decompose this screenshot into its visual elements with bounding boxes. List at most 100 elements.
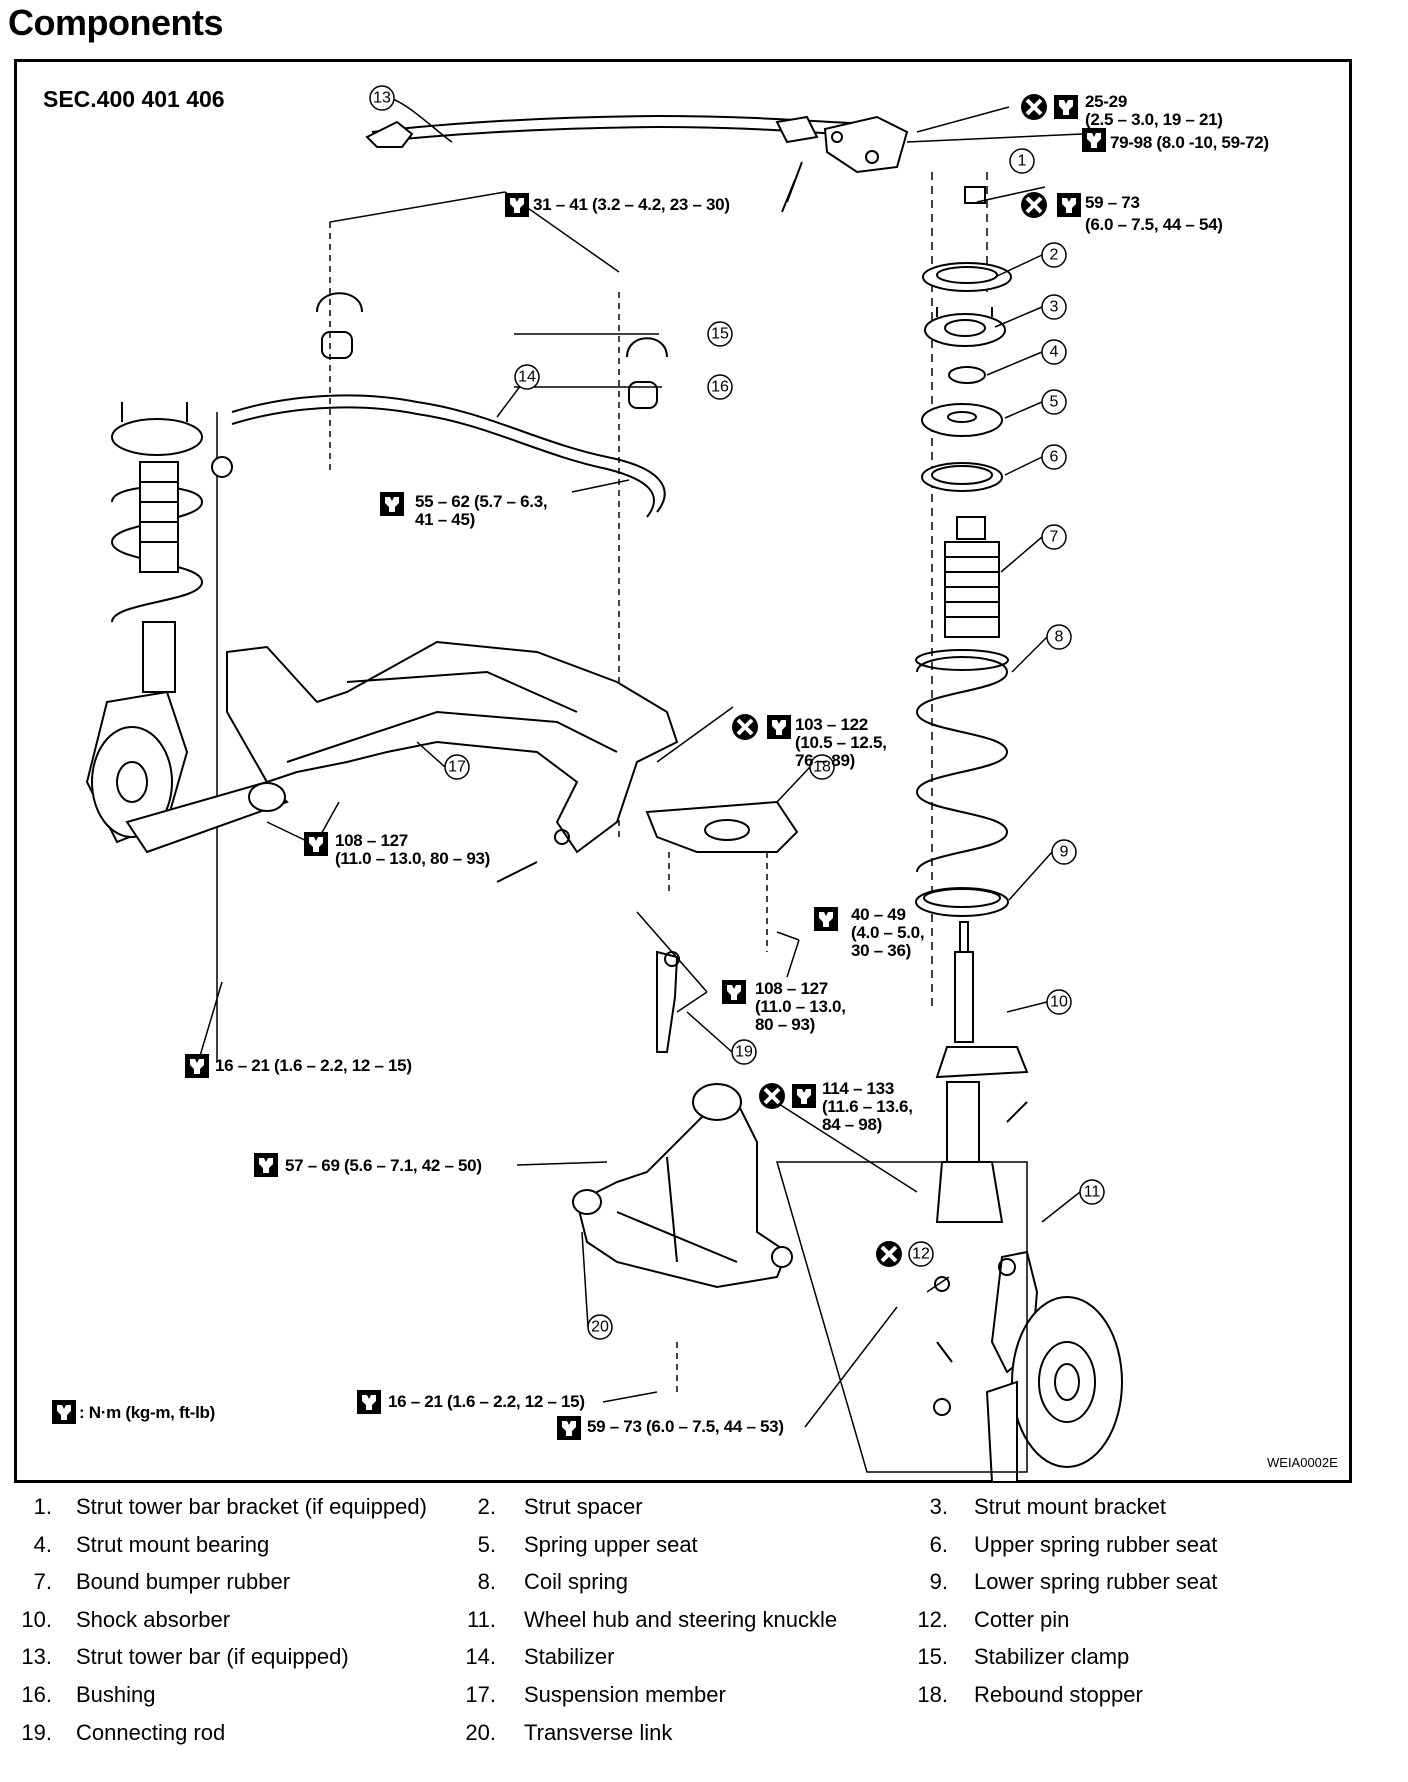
legend-label: Spring upper seat (524, 1531, 698, 1557)
torque-114-133: 114 – 133 (11.6 – 13.6, 84 – 98) (757, 1079, 913, 1134)
page-title: Components (8, 2, 224, 43)
torque-57-69: 57 – 69 (5.6 – 7.1, 42 – 50) (254, 1153, 482, 1177)
callout-4: 4 (1041, 339, 1067, 365)
svg-text:25-29: 25-29 (1085, 92, 1127, 111)
suspension-member-drawing (125, 640, 679, 883)
legend-label: Suspension member (524, 1682, 726, 1707)
callout-12: 12 (908, 1241, 934, 1267)
legend-number: 14. (465, 1644, 496, 1670)
legend-number: 12. (917, 1606, 948, 1632)
callout-3: 3 (1041, 294, 1067, 320)
callout-6: 6 (1041, 444, 1067, 470)
svg-text:11: 11 (1084, 1184, 1101, 1201)
svg-text:1: 1 (1018, 153, 1027, 170)
svg-text:: N·m (kg-m, ft-lb): : N·m (kg-m, ft-lb) (79, 1403, 215, 1422)
link-drawing (572, 950, 1028, 1473)
svg-text:16 – 21 (1.6 – 2.2, 12 – 15): 16 – 21 (1.6 – 2.2, 12 – 15) (215, 1056, 412, 1075)
legend-label: Strut mount bracket (974, 1494, 1166, 1519)
callouts: 13 1 2 3 4 5 6 7 8 9 10 11 12 14 15 16 1… (369, 85, 1105, 1340)
svg-text:59 – 73 (6.0 – 7.5, 44 – 53): 59 – 73 (6.0 – 7.5, 44 – 53) (587, 1417, 784, 1436)
svg-text:108 – 127: 108 – 127 (755, 979, 828, 998)
legend-number: 6. (929, 1531, 948, 1557)
svg-text:57 – 69 (5.6 – 7.1, 42 – 50): 57 – 69 (5.6 – 7.1, 42 – 50) (285, 1156, 482, 1175)
diagram-frame: SEC.400 401 406 (14, 59, 1352, 1483)
torque-108-127-left: 108 – 127 (11.0 – 13.0, 80 – 93) (304, 831, 490, 868)
legend-number: 4. (33, 1531, 52, 1557)
svg-text:(10.5 – 12.5,: (10.5 – 12.5, (795, 733, 887, 752)
svg-text:79-98 (8.0 -10, 59-72): 79-98 (8.0 -10, 59-72) (1110, 133, 1269, 152)
legend-number: 2. (477, 1494, 496, 1519)
svg-text:9: 9 (1060, 844, 1069, 861)
svg-text:55 – 62 (5.7 – 6.3,: 55 – 62 (5.7 – 6.3, (415, 492, 547, 511)
svg-text:5: 5 (1050, 394, 1059, 411)
svg-text:31 – 41 (3.2 – 4.2, 23 – 30): 31 – 41 (3.2 – 4.2, 23 – 30) (533, 195, 730, 214)
figure-code: WEIA0002E (1267, 1455, 1338, 1470)
svg-text:15: 15 (711, 326, 729, 343)
leader-lines (196, 97, 1083, 1428)
legend-number: 19. (21, 1719, 52, 1745)
legend-label: Transverse link (524, 1719, 673, 1745)
exploded-diagram: SEC.400 401 406 (43, 85, 1338, 1483)
svg-text:(6.0 – 7.5, 44 – 54): (6.0 – 7.5, 44 – 54) (1085, 215, 1223, 234)
legend-row: 13.Strut tower bar (if equipped)14.Stabi… (0, 1640, 1408, 1677)
unit-legend: : N·m (kg-m, ft-lb) (52, 1400, 215, 1424)
svg-text:17: 17 (448, 759, 466, 776)
callout-20: 20 (587, 1314, 613, 1340)
torque-16-21-bottom: 16 – 21 (1.6 – 2.2, 12 – 15) (357, 1390, 585, 1414)
torque-59-73-top: 59 – 73 (6.0 – 7.5, 44 – 54) (1019, 190, 1223, 234)
torque-16-21-left: 16 – 21 (1.6 – 2.2, 12 – 15) (185, 1054, 412, 1078)
legend-label: Shock absorber (76, 1606, 231, 1632)
legend-row: 1.Strut tower bar bracket (if equipped)2… (0, 1490, 1408, 1527)
legend-number: 10. (21, 1606, 52, 1632)
callout-18: 18 (809, 754, 835, 780)
cotter-pin-nouse (874, 1239, 904, 1269)
svg-text:4: 4 (1050, 344, 1059, 361)
svg-text:12: 12 (912, 1246, 930, 1263)
legend-number: 9. (929, 1569, 948, 1595)
svg-text:108 – 127: 108 – 127 (335, 831, 408, 850)
legend-label: Strut tower bar (if equipped) (76, 1644, 349, 1670)
callout-5: 5 (1041, 389, 1067, 415)
svg-text:76 – 89): 76 – 89) (795, 751, 855, 770)
torque-specs: 25-29 (2.5 – 3.0, 19 – 21) 79-98 (8.0 -1… (52, 92, 1269, 1440)
svg-text:84 – 98): 84 – 98) (822, 1115, 882, 1134)
svg-text:19: 19 (735, 1044, 753, 1061)
svg-text:16: 16 (711, 379, 729, 396)
legend-number: 17. (465, 1682, 496, 1707)
legend-label: Coil spring (524, 1569, 628, 1595)
legend-number: 8. (477, 1569, 496, 1595)
torque-40-49: 40 – 49 (4.0 – 5.0, 30 – 36) (814, 905, 925, 960)
callout-14: 14 (514, 364, 540, 390)
legend-label: Stabilizer (524, 1644, 615, 1670)
svg-text:(4.0 – 5.0,: (4.0 – 5.0, (851, 923, 924, 942)
torque-25-29: 25-29 (2.5 – 3.0, 19 – 21) (1019, 92, 1223, 129)
svg-text:114 – 133: 114 – 133 (822, 1079, 894, 1098)
legend-label: Stabilizer clamp (974, 1644, 1130, 1670)
legend-label: Wheel hub and steering knuckle (524, 1606, 838, 1632)
svg-text:3: 3 (1050, 299, 1059, 316)
svg-text:103 – 122: 103 – 122 (795, 715, 868, 734)
svg-text:40 – 49: 40 – 49 (851, 905, 906, 924)
callout-17: 17 (444, 754, 470, 780)
svg-text:80 – 93): 80 – 93) (755, 1015, 815, 1034)
assembled-strut-drawing (85, 402, 233, 1062)
legend-label: Strut tower bar bracket (if equipped) (76, 1494, 427, 1519)
torque-59-73-bottom: 59 – 73 (6.0 – 7.5, 44 – 53) (557, 1416, 784, 1440)
legend-number: 20. (465, 1719, 496, 1745)
legend-number: 16. (21, 1682, 52, 1707)
svg-text:41 – 45): 41 – 45) (415, 510, 475, 529)
stabilizer-drawing (231, 222, 668, 842)
sec-label: SEC.400 401 406 (43, 86, 225, 112)
torque-31-41: 31 – 41 (3.2 – 4.2, 23 – 30) (505, 193, 730, 217)
legend-number: 15. (917, 1644, 948, 1670)
legend-number: 3. (929, 1494, 948, 1519)
callout-10: 10 (1046, 989, 1072, 1015)
legend-label: Strut mount bearing (76, 1531, 270, 1557)
legend-label: Lower spring rubber seat (974, 1569, 1218, 1595)
legend-label: Rebound stopper (974, 1682, 1143, 1707)
legend-label: Bushing (76, 1682, 156, 1707)
callout-8: 8 (1046, 624, 1072, 650)
rebound-stopper-drawing (645, 800, 799, 952)
